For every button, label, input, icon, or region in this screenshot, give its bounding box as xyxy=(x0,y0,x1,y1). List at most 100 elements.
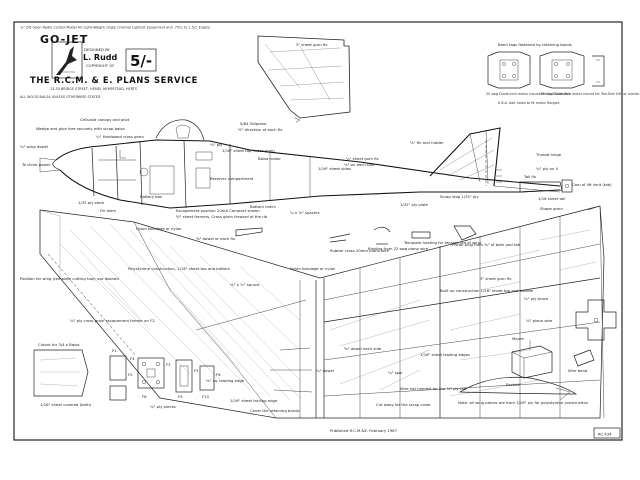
sheet-base-label: 1/16" sheet covered (both) xyxy=(40,402,92,407)
fuselage-side-view xyxy=(39,119,573,209)
sheet-wing-label: 3" sheet gum fix xyxy=(480,276,512,281)
mount-note-label: Mount xyxy=(512,336,524,341)
wing-dowel-label: ⅛" wing dowel xyxy=(20,144,48,149)
spacers-label: ¼ x ⅛" spacers xyxy=(290,210,320,215)
plan-number-box xyxy=(593,427,621,439)
logo-seal-icon xyxy=(56,46,77,75)
band-tags-label: Band tags fastened by retaining bands xyxy=(498,42,572,47)
published-note: Published R.C.M.&E. February 1967 xyxy=(330,428,398,433)
sheet-gum-label: ¼" sheet gum fix xyxy=(346,156,379,161)
piston-plug-label: Piston plug from ⅛" of both pod tab xyxy=(452,242,521,247)
dowel-crank-label: ⅜" dowel or each fix xyxy=(196,236,236,241)
part-f3: F3 xyxy=(166,362,171,367)
motor-mount-2-label: 20 swg Duralumin motor mount for Tee-Dee… xyxy=(540,92,640,96)
tail-fix-label: Tail fix xyxy=(523,174,537,179)
wire-bend-label: Wire bend xyxy=(568,368,588,373)
price-box xyxy=(125,48,157,72)
lead-edge-label: 1/16" sheet leading edges xyxy=(420,352,470,357)
designer-name: L. Rudd xyxy=(83,53,118,62)
dowel-each-2-label: ¼" dowel xyxy=(316,368,334,373)
bottom-hatch-label: Bottom hatch xyxy=(250,204,276,209)
battery-label: Battery box xyxy=(140,194,163,199)
ply-label: ⅛" ply xyxy=(210,142,223,147)
leading-edge-note: ⅛" sq. leading edge xyxy=(206,378,245,383)
ply-brace-label: ⅛" ply brace xyxy=(524,296,549,301)
part-f9: F9 xyxy=(178,394,183,399)
scrap-stop-label: Scrap stop 1/32" ply xyxy=(440,194,479,199)
cutout-label: Cutout for 3/4 x Balsa xyxy=(38,342,79,347)
copyright-label: COPYRIGHT OF xyxy=(86,63,114,68)
ply-stem-label: 1/32 ply stem xyxy=(78,200,104,205)
material-note: ALL WOOD BALSA UNLESS OTHERWISE STATED xyxy=(20,95,101,99)
ply-cap-label: ⅛" ply on 4 xyxy=(536,166,558,171)
ply-plate-label: 1/32" ply plate xyxy=(400,202,429,207)
cam-label: Cam of lift limit (tab) xyxy=(572,182,612,187)
dowel-each-label: ⅜" dowel each side xyxy=(344,346,382,351)
escape-label: Escapement position 20mA Compact shown xyxy=(176,208,260,213)
plan-number: RC 434 xyxy=(598,432,612,437)
title-block: GO-JET DESIGNED BY L. Rudd COPYRIGHT OF … xyxy=(20,33,198,99)
formers: Cutout for 3/4 x Balsa 1/16" sheet cover… xyxy=(33,342,221,409)
right-details xyxy=(458,299,617,401)
rib-label: Built up construction 1/16" sheet top an… xyxy=(440,288,534,293)
fin-top-label: 3" sheet gum fix xyxy=(296,42,328,47)
nylon-base-label: Nylon bondage or nylon xyxy=(290,266,336,271)
part-f2: F2 xyxy=(128,372,133,377)
fin-note-1: 5/64 Tailplane xyxy=(240,121,267,126)
service-address: 13-35 BRIDGE STREET, HEMEL HEMPSTEAD, HE… xyxy=(50,87,137,91)
price: 5/- xyxy=(130,52,152,70)
designed-by-label: DESIGNED BY xyxy=(84,47,111,52)
part-f6: F6 xyxy=(216,372,221,377)
scrap-cover-label: Cover the retaining bands xyxy=(250,408,299,413)
receiver-label: Receiver compartment xyxy=(210,176,254,181)
each-side-label: ⅛" on each side xyxy=(344,162,375,167)
header-line: ¼" 2/6 Open Radio Control Model Air Ligh… xyxy=(20,26,210,30)
bolt-holes-label: 6 B.A. bolt holes to fit motor flanges xyxy=(498,101,560,105)
wing-rib-label: ⅛" x ⅛" spruce xyxy=(230,282,260,287)
wing-trail-label: ¼" spar xyxy=(388,370,403,375)
part-f4: F4 xyxy=(130,356,135,361)
plan-border xyxy=(13,21,623,441)
canopy-label: Celluloid canopy and pilot xyxy=(80,117,130,122)
motor-mounts: Band tags fastened by retaining bands 20… xyxy=(486,42,640,105)
wire-note-label: Wire not needed for the ⅛" ply tab xyxy=(400,386,467,391)
part-f1: F1 xyxy=(112,348,117,353)
fin-rudder-label: ⅛" fin and rudder xyxy=(410,140,444,145)
part-f10: F10 xyxy=(202,394,210,399)
part-f8: F8 xyxy=(142,394,147,399)
wedge-label: Wedge and glue fore securely with scrap … xyxy=(36,126,125,131)
motor-mount-1-label: 20 swg Duralumin motor mount for Cox Bab… xyxy=(486,92,571,96)
piano-wire-label: ⅛" piano wire xyxy=(526,318,553,323)
logo-box xyxy=(51,41,83,79)
wedge-note-label: ⅛" ply pieces xyxy=(150,404,176,409)
position-wing-label: Position for wing (template cutting tool… xyxy=(20,276,119,281)
binding-label: Binding from 22 swg piano wire xyxy=(368,246,429,251)
fin-drawing: 3" sheet gum fix xyxy=(257,35,351,123)
escape-note-label: ½" sheet formers, Cross grain forward of… xyxy=(176,214,268,219)
dihedral-label: Note: all wing pieces are from 1/16" ply… xyxy=(458,400,589,405)
hardwood-label: ¼" Hardwood cross grain xyxy=(96,134,144,139)
thread-hinge-label: Thread hinge xyxy=(535,152,562,157)
fin-note-2: ½" direction of each fix xyxy=(238,127,283,132)
aerofoil-label: Section xyxy=(506,382,521,387)
sheet-top-label: 1/16" sheet top, cross grain xyxy=(222,148,275,153)
trailing-edge-label: 1/16" sheet trailing edge xyxy=(230,398,278,403)
small-parts xyxy=(235,225,477,245)
wing-plan xyxy=(39,205,605,419)
shape-grain-label: Shape grain xyxy=(540,206,563,211)
template-label: Template heating for tension rod of wing xyxy=(403,240,482,245)
wing-root-label: Nylon bondage or nylon xyxy=(136,226,182,231)
fin-stem-label: Fin stem xyxy=(100,208,116,213)
plan-title: GO-JET xyxy=(40,33,88,46)
cut-away-label: Cut away for the scrap cover xyxy=(376,402,431,407)
f2-note-label: ⅛" ply cross grain escapement former on … xyxy=(70,318,155,323)
rubber-bands-label: Rubber cross 20mm piano wire xyxy=(330,248,390,253)
sheet-tail-label: 1/16 sheet tail xyxy=(538,196,565,201)
service-name: THE R.C.M. & E. PLANS SERVICE xyxy=(30,75,198,85)
polystyrene-label: Polystyrene construction, 1/16" sheet to… xyxy=(128,266,230,271)
part-f5: F5 xyxy=(194,368,199,373)
balsa-motor-label: Balsa motor xyxy=(258,156,281,161)
to-climb-label: To climb power xyxy=(21,162,51,167)
